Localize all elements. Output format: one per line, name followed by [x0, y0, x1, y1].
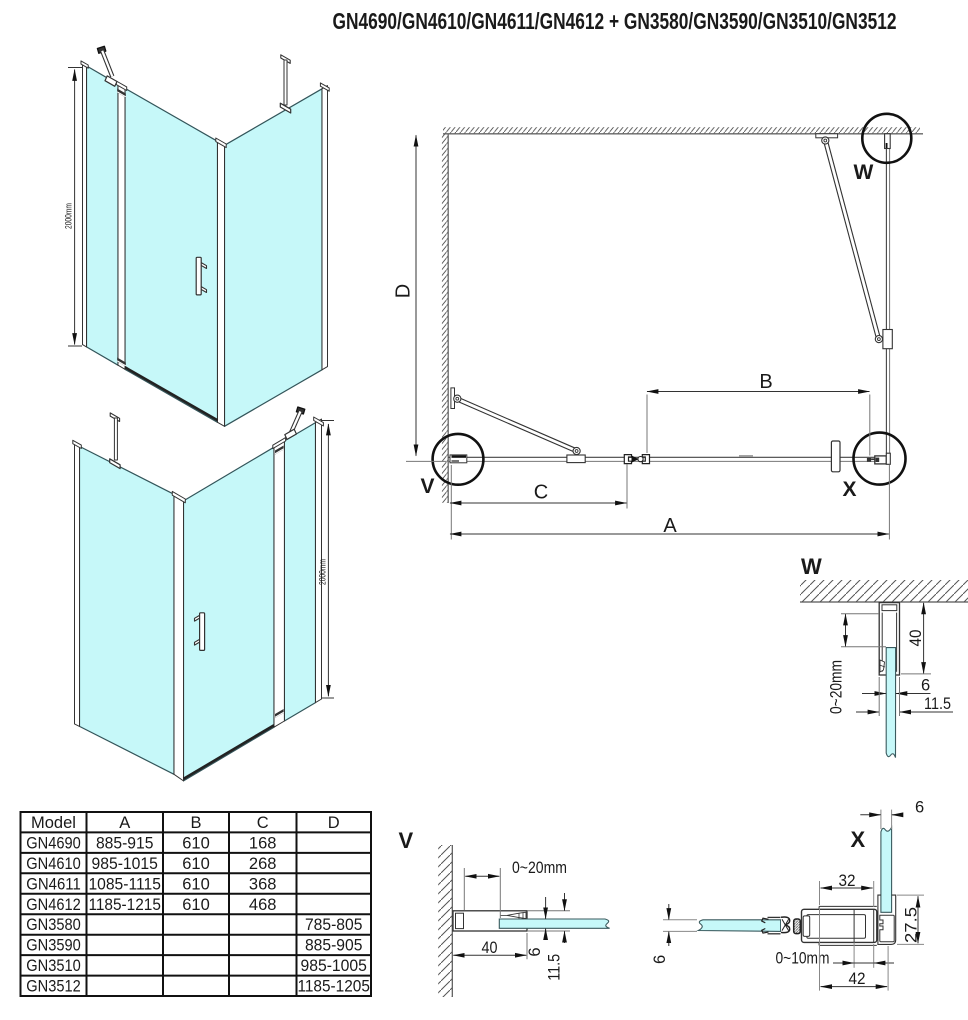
svg-text:GN4612: GN4612 — [26, 896, 81, 914]
svg-text:V: V — [421, 475, 435, 498]
svg-text:Model: Model — [31, 814, 76, 832]
svg-text:0~20mm: 0~20mm — [512, 859, 567, 877]
svg-text:GN4610: GN4610 — [26, 855, 81, 873]
svg-text:168: 168 — [249, 834, 277, 852]
svg-text:GN3590: GN3590 — [26, 937, 81, 955]
svg-text:6: 6 — [921, 677, 930, 695]
svg-text:6: 6 — [915, 798, 924, 816]
svg-text:A: A — [663, 515, 677, 537]
svg-text:468: 468 — [249, 896, 277, 914]
svg-text:40: 40 — [907, 630, 925, 647]
svg-text:A: A — [119, 814, 130, 832]
svg-text:GN3510: GN3510 — [26, 957, 81, 975]
svg-text:6: 6 — [526, 947, 544, 956]
svg-text:1085-1115: 1085-1115 — [88, 875, 161, 893]
svg-text:610: 610 — [182, 896, 210, 914]
svg-text:GN3580: GN3580 — [26, 916, 81, 934]
svg-text:W: W — [854, 161, 874, 184]
svg-text:610: 610 — [182, 875, 210, 893]
svg-text:0~20mm: 0~20mm — [828, 660, 846, 714]
svg-text:X: X — [851, 827, 866, 852]
svg-text:885-905: 885-905 — [305, 937, 363, 955]
svg-text:1185-1205: 1185-1205 — [297, 978, 370, 996]
svg-text:32: 32 — [839, 872, 856, 890]
svg-text:11.5: 11.5 — [924, 695, 951, 713]
svg-text:C: C — [257, 814, 269, 832]
svg-text:368: 368 — [249, 875, 277, 893]
svg-text:D: D — [328, 814, 340, 832]
svg-text:1185-1215: 1185-1215 — [88, 896, 161, 914]
svg-text:2000mm: 2000mm — [64, 203, 74, 229]
svg-text:W: W — [801, 554, 822, 579]
svg-text:785-805: 785-805 — [305, 916, 363, 934]
svg-text:42: 42 — [849, 970, 866, 988]
svg-text:40: 40 — [482, 939, 498, 957]
svg-text:D: D — [393, 284, 415, 298]
svg-text:6: 6 — [651, 955, 669, 964]
svg-text:0~10mm: 0~10mm — [776, 950, 830, 968]
svg-text:GN3512: GN3512 — [26, 978, 81, 996]
svg-text:GN4611: GN4611 — [26, 875, 81, 893]
svg-text:C: C — [534, 482, 548, 504]
svg-text:GN4690: GN4690 — [26, 834, 81, 852]
svg-text:27.5: 27.5 — [903, 907, 921, 943]
svg-text:2000mm: 2000mm — [317, 559, 327, 585]
svg-text:V: V — [399, 828, 414, 853]
svg-text:610: 610 — [182, 855, 210, 873]
svg-text:985-1005: 985-1005 — [300, 957, 367, 975]
svg-text:885-915: 885-915 — [96, 834, 154, 852]
svg-text:GN4690/GN4610/GN4611/GN4612 +: GN4690/GN4610/GN4611/GN4612 + GN3580/GN3… — [333, 8, 897, 34]
svg-text:985-1015: 985-1015 — [91, 855, 158, 873]
svg-text:11.5: 11.5 — [545, 954, 563, 981]
svg-text:610: 610 — [182, 834, 210, 852]
svg-text:268: 268 — [249, 855, 277, 873]
svg-text:B: B — [759, 371, 772, 393]
svg-text:B: B — [190, 814, 201, 832]
svg-text:X: X — [843, 478, 857, 501]
